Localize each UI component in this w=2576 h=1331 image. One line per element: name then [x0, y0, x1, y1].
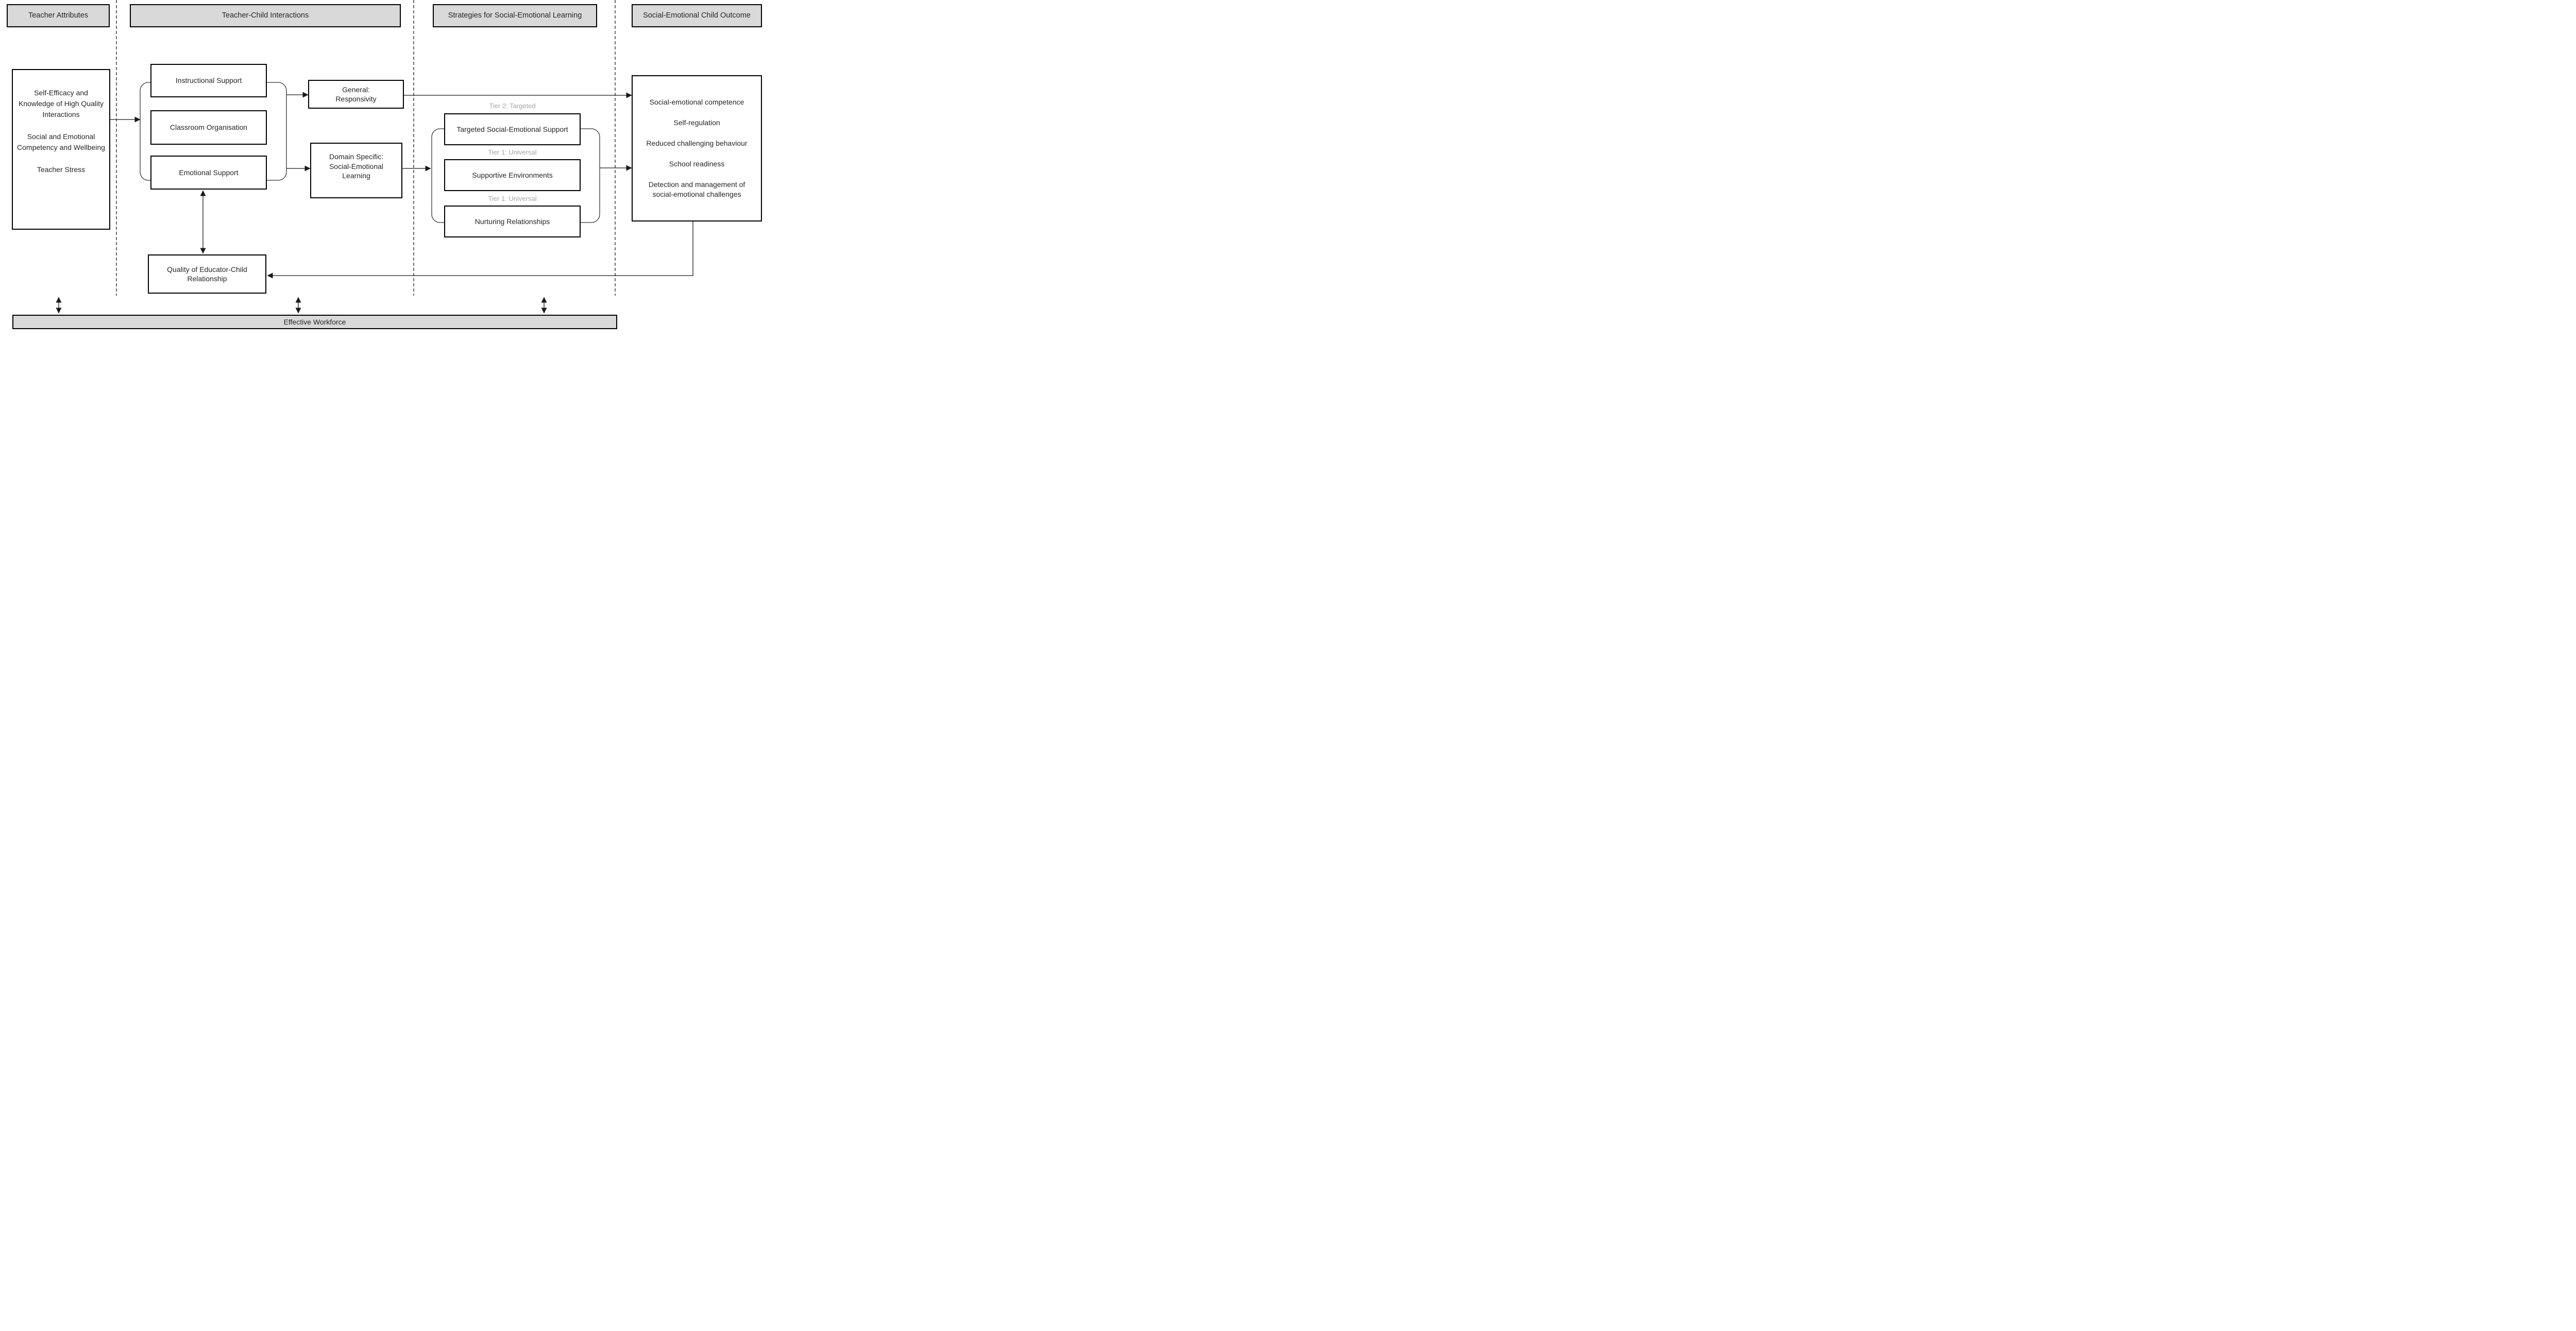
teacher-attributes-box: Self-Efficacy and Knowledge of High Qual…	[12, 69, 110, 230]
tier1-universal-label-1: Tier 1: Universal	[488, 148, 537, 156]
outcome-detection-management: Detection and management of social-emoti…	[648, 180, 745, 198]
nurturing-relationships-box: Nurturing Relationships	[444, 206, 581, 237]
outcome-reduced-challenging-behaviour: Reduced challenging behaviour	[646, 139, 748, 148]
tier1-universal-label-2: Tier 1: Universal	[488, 195, 537, 202]
lane-header-strategies: Strategies for Social-Emotional Learning	[433, 4, 597, 27]
effective-workforce-bar: Effective Workforce	[12, 315, 617, 329]
lane-header-child-outcome: Social-Emotional Child Outcome	[632, 4, 762, 27]
educator-child-relationship-box: Quality of Educator-Child Relationship	[148, 254, 266, 294]
instructional-support-box: Instructional Support	[150, 64, 267, 97]
supportive-environments-box: Supportive Environments	[444, 159, 581, 191]
classroom-organisation-box: Classroom Organisation	[150, 110, 267, 145]
arrow-outcome-to-relationship	[267, 221, 693, 279]
targeted-social-emotional-support-box: Targeted Social-Emotional Support	[444, 113, 581, 145]
tier2-targeted-label: Tier 2: Targeted	[489, 102, 536, 110]
lane-header-teacher-attributes: Teacher Attributes	[7, 4, 110, 27]
attr-self-efficacy: Self-Efficacy and Knowledge of High Qual…	[19, 89, 104, 118]
child-outcome-box: Social-emotional competence Self-regulat…	[632, 75, 762, 221]
outcome-self-regulation: Self-regulation	[673, 118, 720, 127]
lane-header-teacher-child-interactions: Teacher-Child Interactions	[130, 4, 401, 27]
framework-diagram: Teacher Attributes Teacher-Child Interac…	[0, 0, 767, 333]
emotional-support-box: Emotional Support	[150, 156, 267, 190]
outcome-social-emotional-competence: Social-emotional competence	[649, 98, 744, 107]
general-responsivity-box: General: Responsivity	[308, 80, 404, 109]
attr-social-emotional-competency: Social and Emotional Competency and Well…	[17, 132, 105, 151]
attr-teacher-stress: Teacher Stress	[37, 165, 86, 174]
domain-specific-sel-box: Domain Specific: Social-Emotional Learni…	[310, 143, 402, 198]
outcome-school-readiness: School readiness	[669, 160, 725, 168]
